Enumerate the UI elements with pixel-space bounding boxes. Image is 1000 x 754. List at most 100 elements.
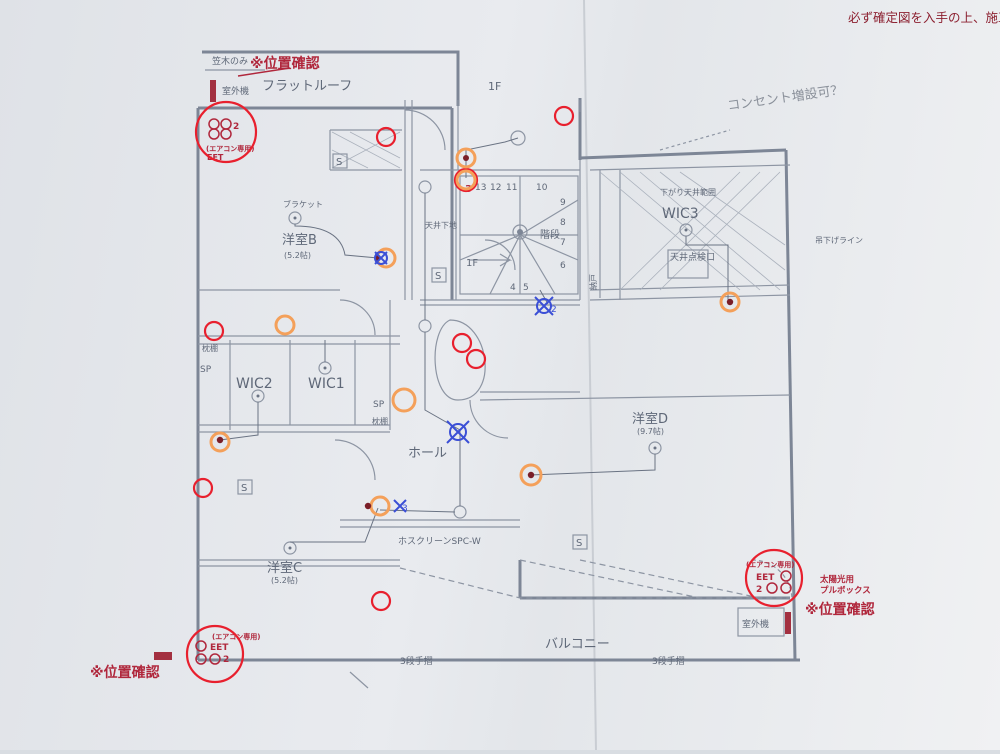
svg-text:天井下地: 天井下地 — [425, 220, 457, 230]
outdoor-unit-icons: 室外機 — [154, 80, 791, 660]
number-2-blue: 2 — [551, 305, 557, 315]
svg-text:吊下げライン: 吊下げライン — [815, 236, 863, 245]
door-swings — [334, 109, 793, 689]
svg-text:4: 4 — [510, 283, 516, 293]
svg-text:下がり天井範囲: 下がり天井範囲 — [660, 187, 716, 197]
outer-walls — [196, 50, 800, 662]
svg-text:フラットルーフ: フラットルーフ — [262, 79, 352, 94]
red-circle-2 — [553, 105, 575, 127]
orange-circle-2 — [455, 169, 477, 191]
svg-text:室外機: 室外機 — [222, 85, 249, 97]
svg-text:笠木のみ: 笠木のみ — [212, 55, 248, 67]
red-circle-6 — [192, 477, 214, 499]
svg-text:天井点検口: 天井点検口 — [670, 251, 715, 263]
svg-text:洋室D: 洋室D — [632, 411, 668, 427]
red-circle-5 — [465, 348, 487, 370]
outlet-dots — [216, 155, 734, 510]
svg-text:S: S — [336, 157, 342, 168]
solar-pull-box-label-2: プルボックス — [820, 585, 871, 596]
eet-outlet-bottom-right: (エアコン専用) EET 2 太陽光用 プルボックス — [746, 560, 871, 596]
red-circle-4 — [451, 332, 473, 354]
svg-text:3段手摺: 3段手摺 — [652, 655, 685, 667]
svg-text:WIC3: WIC3 — [662, 206, 699, 222]
svg-text:EET: EET — [210, 643, 229, 653]
svg-text:6: 6 — [560, 261, 566, 271]
svg-text:S: S — [435, 271, 441, 282]
blue-x-western-c — [393, 499, 407, 513]
wiring-lines — [219, 137, 729, 543]
blue-x-stairs — [534, 296, 554, 316]
orange-markup-circles — [209, 147, 741, 517]
svg-text:納戸: 納戸 — [588, 274, 598, 290]
svg-text:10: 10 — [536, 183, 548, 193]
svg-text:WIC2: WIC2 — [236, 376, 273, 392]
blue-x-hall — [446, 420, 470, 444]
confirm-label-top: ※位置確認 — [250, 55, 320, 72]
red-circle-eet-top-left — [194, 100, 258, 164]
blue-x-western-b — [374, 251, 388, 265]
red-circle-1 — [375, 126, 397, 148]
orange-circle-5 — [719, 291, 741, 313]
svg-text:枕棚: 枕棚 — [202, 343, 218, 353]
svg-text:(エアコン専用): (エアコン専用) — [746, 560, 794, 569]
balcony-diagonal — [519, 559, 761, 599]
blue-x-marks — [374, 251, 554, 513]
svg-text:洋室C: 洋室C — [267, 560, 302, 576]
stair-step-numbers: 10 11 12 13 9 8 7 6 5 4 — [475, 183, 566, 293]
svg-text:バルコニー: バルコニー — [545, 637, 610, 652]
svg-text:ブラケット: ブラケット — [283, 199, 323, 209]
svg-text:SP: SP — [373, 400, 385, 410]
svg-text:EET: EET — [207, 153, 224, 162]
svg-text:(エアコン専用): (エアコン専用) — [206, 144, 254, 153]
svg-text:2: 2 — [233, 122, 239, 132]
svg-text:S: S — [241, 483, 247, 494]
orange-circle-7 — [209, 431, 231, 453]
red-circle-3 — [203, 320, 225, 342]
svg-text:S: S — [576, 538, 582, 549]
svg-text:2: 2 — [223, 655, 229, 665]
svg-text:(9.7帖): (9.7帖) — [637, 426, 664, 436]
confirm-label-left: ※位置確認 — [90, 664, 160, 681]
hall-oval — [434, 319, 486, 401]
svg-text:(5.2帖): (5.2帖) — [271, 575, 298, 585]
svg-text:1F: 1F — [488, 80, 501, 93]
red-circle-7 — [370, 590, 392, 612]
red-markup-circles — [185, 100, 804, 684]
red-circle-eet-bottom-right — [744, 548, 804, 608]
s-boxes: S S S S — [237, 153, 588, 550]
svg-text:(5.2帖): (5.2帖) — [284, 250, 311, 260]
solar-pull-box-label-1: 太陽光用 — [819, 574, 854, 585]
svg-text:13: 13 — [475, 183, 486, 193]
orange-circle-6 — [391, 387, 417, 413]
svg-text:1F: 1F — [466, 258, 478, 269]
orange-circle-1 — [455, 147, 477, 169]
confirm-label-right: ※位置確認 — [805, 601, 875, 618]
svg-text:EET: EET — [756, 573, 775, 583]
red-circle-8 — [453, 167, 479, 193]
svg-text:7: 7 — [560, 238, 566, 248]
svg-text:11: 11 — [506, 183, 517, 193]
svg-text:ホール: ホール — [408, 446, 447, 461]
balcony-dashed — [399, 567, 790, 599]
svg-text:階段: 階段 — [540, 228, 560, 241]
svg-text:5: 5 — [523, 283, 529, 293]
orange-circle-4 — [274, 314, 296, 336]
note-leader — [659, 129, 731, 151]
paper-fold-line — [583, 0, 597, 751]
red-circle-eet-bottom-left — [185, 624, 245, 684]
confirm-underline-top — [237, 67, 291, 77]
svg-text:枕棚: 枕棚 — [372, 416, 388, 426]
orange-circle-9 — [369, 495, 391, 517]
header-note-line2: 必ず確定図を入手の上、施工願 — [848, 10, 1000, 25]
svg-text:8: 8 — [560, 218, 566, 228]
orange-circle-8 — [519, 463, 543, 487]
staircase — [459, 175, 579, 295]
hatched-area — [331, 131, 786, 291]
svg-text:9: 9 — [560, 198, 566, 208]
room-labels: 笠木のみ 室外機 フラットルーフ 洋室B (5.2帖) 洋室C (5.2帖) 洋… — [200, 55, 863, 667]
svg-text:ホスクリーンSPC-W: ホスクリーンSPC-W — [398, 536, 481, 547]
svg-text:室外機: 室外機 — [742, 618, 769, 630]
svg-text:SP: SP — [200, 365, 212, 375]
